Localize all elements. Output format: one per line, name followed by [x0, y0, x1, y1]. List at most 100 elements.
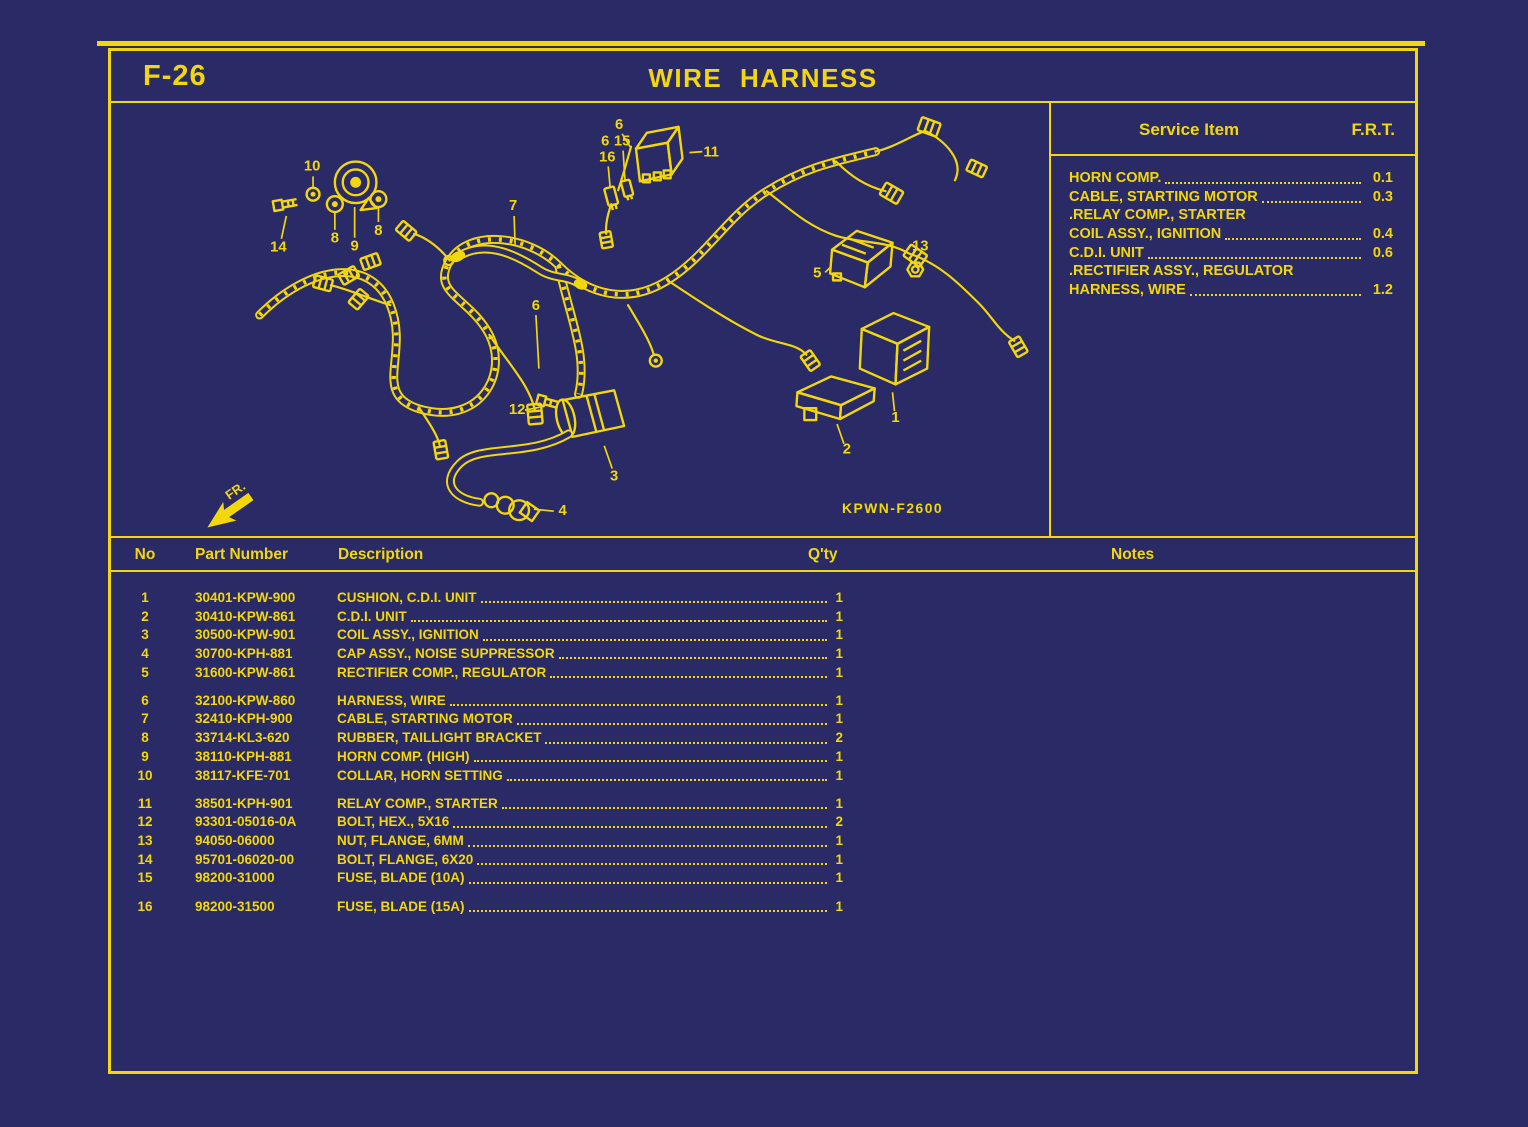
starter-cable-graphic	[443, 244, 588, 290]
dotted-leader	[480, 591, 828, 604]
cell-no: 9	[141, 748, 149, 764]
ignition-coil-graphic	[554, 389, 626, 439]
table-group-gap	[111, 681, 1415, 691]
cell-no: 14	[137, 851, 153, 867]
cell-no: 10	[137, 767, 153, 783]
dotted-leader	[410, 610, 828, 623]
callout-number: 15	[614, 134, 631, 150]
callout-leader-line	[603, 445, 613, 469]
dotted-leader	[449, 694, 828, 707]
cell-part-number: 93301-05016-0A	[195, 814, 297, 830]
relay-graphic	[634, 125, 684, 184]
callout-number: 11	[703, 145, 719, 161]
frt-value: 0.3	[1372, 188, 1393, 205]
cell-qty: 1	[835, 748, 843, 764]
rectifier-graphic	[828, 229, 894, 289]
frt-value: 0.1	[1372, 170, 1393, 187]
callout-leader-line	[280, 215, 288, 239]
dotted-leader	[545, 732, 828, 744]
callout-leader-line	[621, 133, 631, 148]
cell-no: 7	[141, 711, 149, 727]
cell-qty: 1	[835, 664, 843, 680]
cell-qty: 1	[835, 627, 843, 643]
service-item-name: HORN COMP.	[1069, 170, 1162, 187]
callout-leader-line	[607, 166, 612, 189]
cell-no: 11	[137, 795, 153, 811]
cell-description: CUSHION, C.D.I. UNIT 1	[337, 590, 843, 605]
cell-qty: 1	[835, 711, 843, 727]
diagram-code: KPWN-F2600	[842, 500, 943, 516]
frt-value: 0.6	[1372, 244, 1393, 261]
cdi-unit-graphic	[858, 311, 931, 386]
bolt-graphic	[534, 393, 560, 410]
description-text: C.D.I. UNIT	[337, 608, 407, 624]
callout-number: 9	[351, 239, 359, 255]
wire-harness-diagram: FR. KPWN-F2600 1410898766151611135612341…	[207, 116, 1029, 528]
callout-leader-line	[513, 215, 516, 246]
cell-qty: 1	[835, 851, 843, 867]
cell-no: 13	[137, 833, 153, 849]
dotted-leader	[468, 872, 828, 884]
callout-leader-line	[524, 406, 541, 411]
cell-no: 4	[141, 645, 149, 661]
description-text: RUBBER, TAILLIGHT BRACKET	[337, 730, 542, 746]
callout-leader-line	[689, 150, 703, 154]
frt-column-title: F.R.T.	[1351, 120, 1395, 139]
description-text: BOLT, HEX., 5X16	[337, 814, 450, 830]
cell-part-number: 30700-KPH-881	[195, 645, 293, 661]
dotted-leader	[501, 797, 828, 810]
cell-part-number: 32410-KPH-900	[195, 711, 293, 727]
cell-part-number: 30401-KPW-900	[195, 589, 296, 605]
service-item-name: COIL ASSY., IGNITION	[1069, 226, 1222, 243]
cell-no: 8	[141, 730, 149, 746]
cell-no: 16	[137, 898, 153, 914]
service-item-name: .RELAY COMP., STARTER	[1069, 207, 1246, 224]
cell-qty: 1	[835, 692, 843, 708]
dotted-leader	[1225, 228, 1361, 241]
cell-part-number: 98200-31000	[195, 870, 275, 886]
description-text: CAP ASSY., NOISE SUPPRESSOR	[337, 645, 555, 661]
column-header-description: Description	[338, 546, 424, 563]
description-text: CUSHION, C.D.I. UNIT	[337, 589, 477, 605]
service-item-name: .RECTIFIER ASSY., REGULATOR	[1069, 263, 1294, 280]
cell-qty: 1	[835, 608, 843, 624]
service-item-row: HORN COMP. 0.1	[1069, 169, 1393, 188]
title-bar: F-26 WIRE HARNESS	[111, 51, 1415, 103]
callout-number: 4	[559, 503, 568, 519]
cell-qty: 1	[835, 795, 843, 811]
cell-qty: 1	[835, 767, 843, 783]
callout-number: 6	[615, 117, 623, 133]
callout-number: 5	[813, 265, 821, 281]
dotted-leader	[1189, 284, 1361, 296]
callout-leader-line	[891, 392, 896, 412]
description-text: CABLE, STARTING MOTOR	[337, 711, 513, 727]
callout-number: 8	[374, 223, 382, 239]
plug-cap-graphic	[446, 429, 574, 523]
cell-description: FUSE, BLADE (10A)1	[337, 870, 843, 885]
cell-no: 1	[141, 589, 149, 605]
bolt-graphic	[271, 197, 298, 213]
column-header-notes: Notes	[1111, 546, 1155, 563]
cell-part-number: 32100-KPW-860	[195, 692, 296, 708]
description-text: HORN COMP. (HIGH)	[337, 748, 470, 764]
description-text: FUSE, BLADE (10A)	[337, 870, 465, 886]
dotted-leader	[516, 713, 828, 725]
description-text: FUSE, BLADE (15A)	[337, 898, 465, 914]
cell-part-number: 94050-06000	[195, 833, 275, 849]
cell-qty: 1	[835, 589, 843, 605]
cell-description: C.D.I. UNIT 1	[337, 609, 843, 624]
